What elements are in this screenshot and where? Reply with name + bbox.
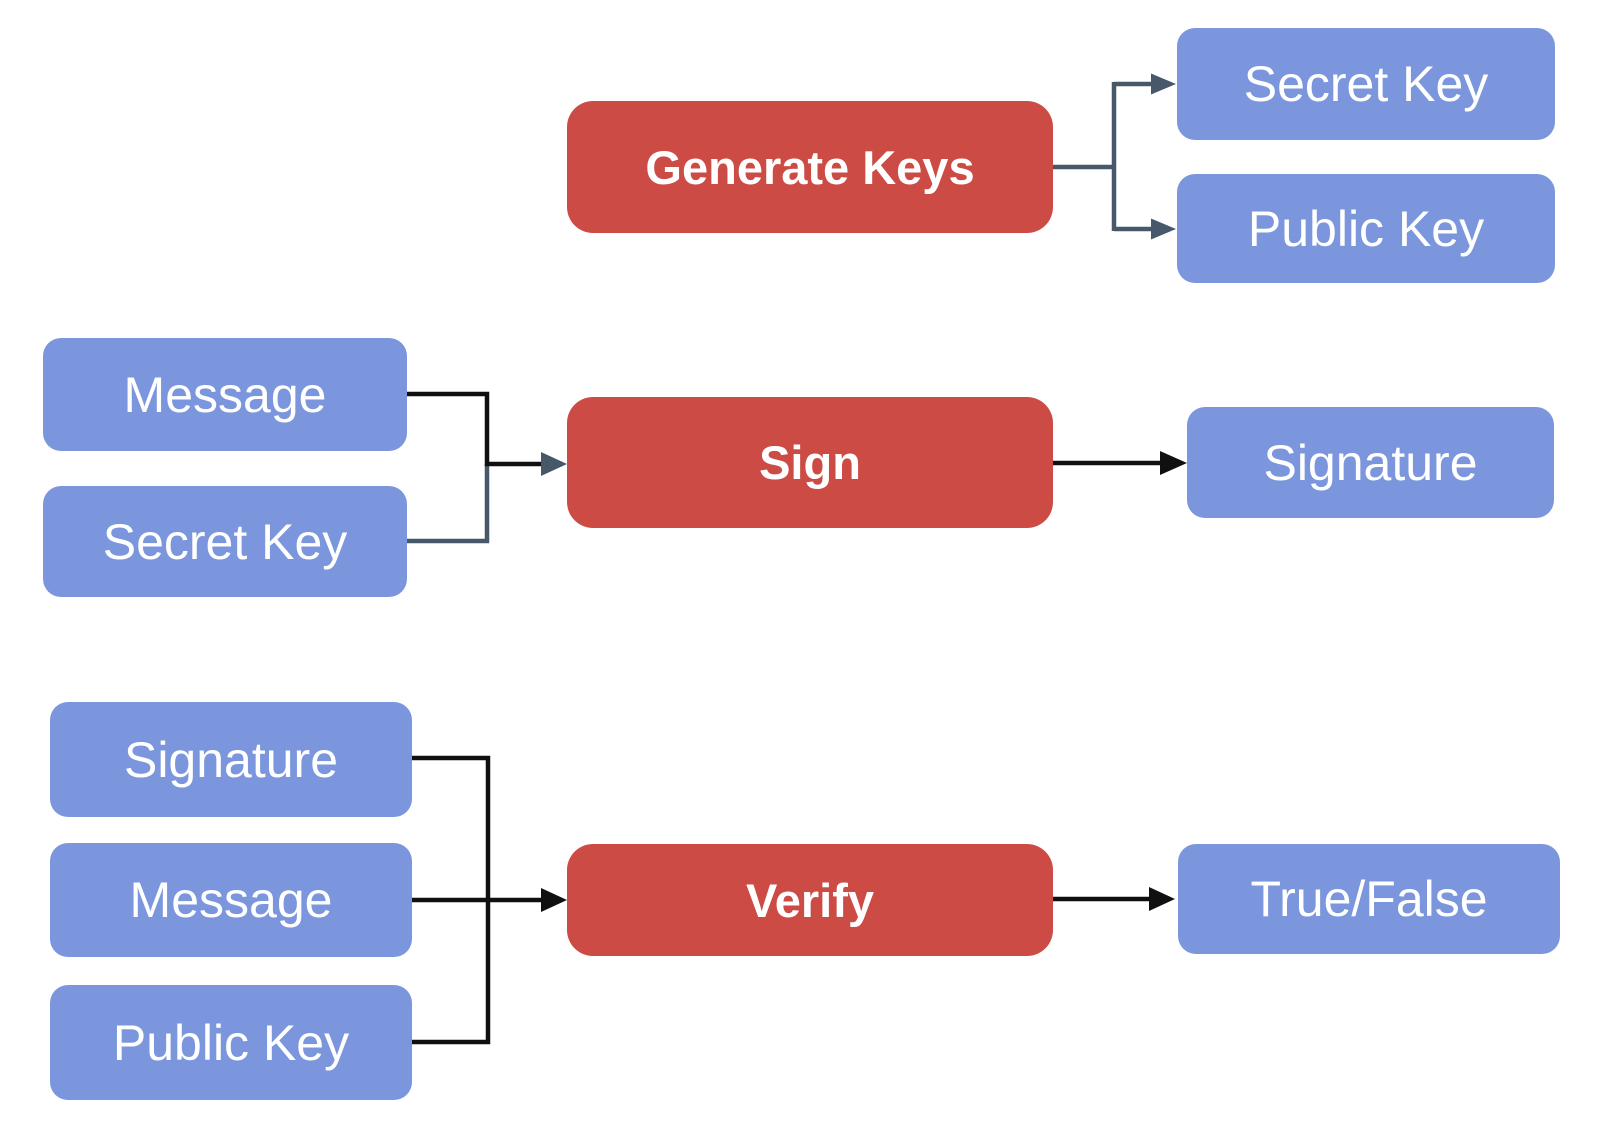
node-secret-key-sign-input: Secret Key bbox=[43, 486, 407, 597]
connector-generate-keys-branch bbox=[1053, 81, 1152, 232]
node-sign-label: Sign bbox=[759, 436, 861, 489]
node-true-false-output-label: True/False bbox=[1250, 871, 1488, 927]
node-message-verify-input-label: Message bbox=[129, 872, 333, 928]
node-public-key-verify-input: Public Key bbox=[50, 985, 412, 1100]
arrowhead-to-true-false bbox=[1149, 887, 1175, 911]
node-signature-output-label: Signature bbox=[1263, 434, 1478, 491]
connector-secret-key-to-sign bbox=[407, 464, 490, 544]
node-verify: Verify bbox=[567, 844, 1053, 956]
node-public-key-verify-input-label: Public Key bbox=[112, 1014, 350, 1071]
node-public-key-output-label: Public Key bbox=[1247, 200, 1485, 257]
node-secret-key-output: Secret Key bbox=[1177, 28, 1555, 140]
arrowhead-to-verify bbox=[541, 888, 567, 912]
node-signature-verify-input: Signature bbox=[50, 702, 412, 817]
node-signature-verify-input-label: Signature bbox=[123, 731, 339, 788]
node-secret-key-output-label: Secret Key bbox=[1243, 56, 1489, 112]
connector-message-to-sign bbox=[407, 391, 541, 467]
arrowhead-to-secret-key bbox=[1151, 73, 1176, 95]
node-message-sign-input-label: Message bbox=[123, 366, 327, 423]
node-generate-keys: Generate Keys bbox=[567, 101, 1053, 233]
node-secret-key-sign-input-label: Secret Key bbox=[102, 513, 348, 570]
arrowhead-to-signature bbox=[1160, 451, 1187, 475]
node-verify-label: Verify bbox=[745, 873, 875, 927]
node-message-sign-input: Message bbox=[43, 338, 407, 451]
node-generate-keys-label: Generate Keys bbox=[645, 140, 975, 194]
arrowhead-to-public-key bbox=[1151, 218, 1176, 240]
node-message-verify-input: Message bbox=[50, 843, 412, 957]
node-public-key-output: Public Key bbox=[1177, 174, 1555, 283]
arrowhead-to-sign bbox=[541, 452, 567, 476]
node-sign: Sign bbox=[567, 397, 1053, 528]
node-signature-output: Signature bbox=[1187, 407, 1554, 518]
node-true-false-output: True/False bbox=[1178, 844, 1560, 954]
connector-inputs-to-verify bbox=[412, 755, 541, 1045]
